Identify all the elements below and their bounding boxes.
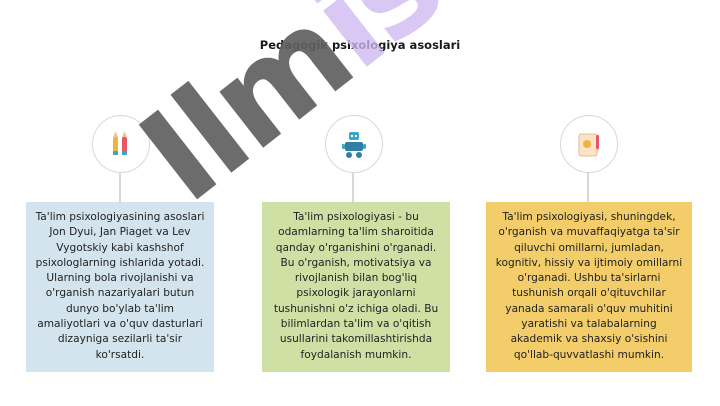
info-card-1: Ta'lim psixologiyasining asoslari Jon Dy… <box>26 202 214 372</box>
connector-line <box>587 172 589 202</box>
robot-icon <box>325 115 383 173</box>
watermark-part-1: Ilm <box>113 0 378 232</box>
paper-icon <box>560 115 618 173</box>
slide-title: Pedagogik psixologiya asoslari <box>259 38 461 52</box>
info-card-3: Ta'lim psixologiyasi, shuningdek, o'rgan… <box>486 202 692 372</box>
connector-line <box>352 172 354 202</box>
info-card-2: Ta'lim psixologiyasi - bu odamlarning ta… <box>262 202 450 372</box>
watermark: Ilmist 24 <box>113 0 681 231</box>
pencils-icon <box>92 115 150 173</box>
connector-line <box>119 172 121 202</box>
